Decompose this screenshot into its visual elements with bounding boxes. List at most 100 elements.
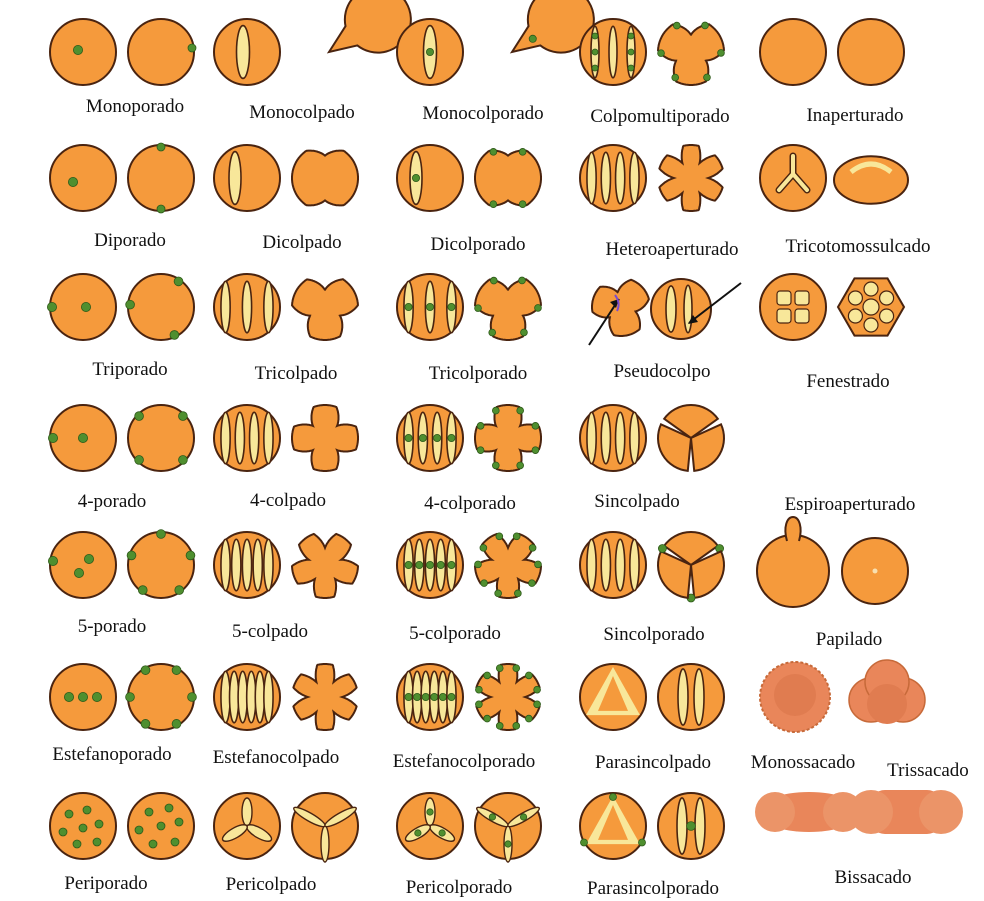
pore-mark (489, 814, 495, 820)
pollen-grains (580, 19, 724, 85)
pore-mark (448, 561, 455, 568)
grain-polar-view (475, 405, 541, 471)
pollen-grains (48, 405, 194, 471)
pore-mark (74, 568, 83, 577)
pore-mark (525, 715, 532, 722)
grain-polar-view (292, 534, 358, 598)
pollen-illustration (210, 267, 380, 347)
pollen-grains (580, 405, 724, 471)
pore-mark (581, 839, 588, 846)
pore-mark (426, 561, 433, 568)
aperture-type-estefanocolpado (210, 657, 380, 737)
pore-mark (186, 551, 195, 560)
aperture-type-trissacado (850, 660, 984, 740)
aperture-type-periporado (46, 786, 216, 866)
pore-mark (535, 561, 542, 568)
grain-body (214, 145, 280, 211)
pore-mark (179, 456, 188, 465)
colpus-mark (253, 539, 262, 590)
aperture-type-5-colpado (210, 525, 380, 605)
saccus (755, 792, 795, 832)
pollen-grains (397, 793, 541, 862)
pore-mark (157, 205, 165, 213)
aperture-label-sincolpado: Sincolpado (594, 492, 680, 511)
pore-mark (95, 820, 103, 828)
grain-polar-view (292, 151, 358, 206)
aperture-label-papilado: Papilado (816, 630, 883, 649)
pore-mark (534, 701, 541, 708)
aperture-label-parasincolporado: Parasincolporado (587, 879, 719, 898)
pollen-illustration (576, 786, 746, 866)
aperture-label-dicolporado: Dicolporado (431, 235, 526, 254)
pore-mark (489, 329, 496, 336)
aperture-label-tricotomossulcado: Tricotomossulcado (786, 237, 931, 256)
pore-mark (127, 551, 136, 560)
colpus-mark (677, 798, 687, 854)
pore-mark (419, 434, 426, 441)
pore-mark (174, 277, 183, 286)
aperture-label-estefanocolporado: Estefanocolporado (393, 752, 535, 771)
aperture-label-estefanoporado: Estefanoporado (52, 745, 171, 764)
fenestra-mark (880, 309, 894, 323)
colpus-mark (694, 669, 704, 725)
pore-mark (448, 693, 455, 700)
pollen-illustration (576, 12, 746, 92)
pore-mark (475, 701, 482, 708)
grain-body (867, 684, 907, 724)
colpus-mark (237, 26, 250, 79)
pore-mark (405, 303, 412, 310)
pore-mark (477, 422, 484, 429)
colpus-mark (264, 539, 273, 590)
colpus-mark (242, 539, 251, 590)
pore-mark (172, 719, 181, 728)
colpus-mark (242, 798, 252, 826)
pore-mark (415, 830, 421, 836)
pore-mark (427, 809, 433, 815)
pore-mark (475, 686, 482, 693)
pollen-illustration (393, 138, 563, 218)
pore-mark (477, 447, 484, 454)
pore-mark (520, 814, 526, 820)
colpus-mark (630, 412, 639, 463)
grain-body (774, 674, 816, 716)
grain-body (128, 19, 194, 85)
pore-mark (48, 433, 57, 442)
aperture-type-pericolpado (210, 786, 380, 866)
pore-mark (513, 722, 520, 729)
pollen-grains (50, 793, 194, 859)
pollen-illustration (46, 525, 216, 605)
pore-mark (431, 693, 438, 700)
aperture-type-4-porado (46, 398, 216, 478)
aperture-type-pseudocolpo (576, 267, 746, 347)
aperture-label-monossacado: Monossacado (751, 753, 855, 772)
pollen-illustration (46, 657, 216, 737)
pore-mark (93, 838, 101, 846)
saccus (919, 790, 963, 834)
colpus-mark (630, 539, 639, 590)
aperture-label-colpomultiporado: Colpomultiporado (590, 107, 729, 126)
pollen-grains (214, 0, 411, 85)
pore-mark (175, 586, 184, 595)
pore-mark (610, 794, 617, 801)
saccus (849, 790, 893, 834)
colpus-mark (616, 152, 625, 203)
pore-mark (481, 580, 488, 587)
pore-mark (165, 804, 173, 812)
pollen-illustration (393, 12, 563, 92)
pore-mark (126, 693, 135, 702)
aperture-label-5-porado: 5-porado (78, 617, 147, 636)
aperture-label-diporado: Diporado (94, 231, 166, 250)
pore-mark (172, 666, 181, 675)
pollen-illustration (850, 660, 984, 740)
pore-mark (535, 305, 542, 312)
pollen-illustration (756, 267, 926, 347)
pore-mark (135, 456, 144, 465)
aperture-label-5-colporado: 5-colporado (409, 624, 501, 643)
pollen-grains (580, 664, 724, 730)
pore-mark (592, 33, 598, 39)
pore-mark (480, 544, 487, 551)
aperture-label-4-colporado: 4-colporado (424, 494, 516, 513)
pore-mark (414, 693, 421, 700)
grain-body (50, 19, 116, 85)
